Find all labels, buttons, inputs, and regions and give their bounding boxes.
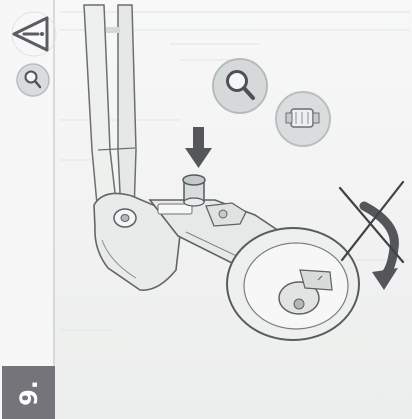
part-detail-icon <box>276 92 330 146</box>
magnifier-icon <box>17 64 49 96</box>
frame-tube <box>84 5 136 226</box>
down-arrow-icon <box>185 127 212 168</box>
step-number-label: 9. <box>16 380 40 406</box>
cross-icon <box>340 182 403 262</box>
rotation-arrow-icon <box>364 206 398 290</box>
warning-triangle-icon <box>12 12 56 56</box>
locking-pin <box>183 175 205 206</box>
magnifier-large-icon <box>213 59 267 113</box>
wheel <box>227 228 359 340</box>
step-number-badge: 9. <box>2 366 55 419</box>
